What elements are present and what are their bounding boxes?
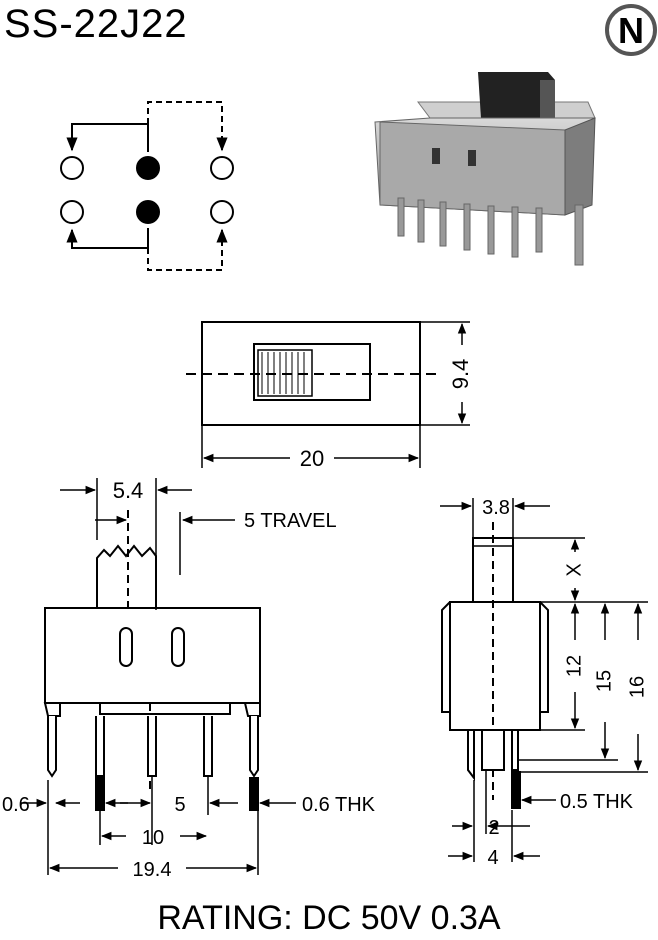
contact-circle-common <box>136 200 160 224</box>
circuit-schematic <box>60 101 234 271</box>
front-view <box>20 478 296 875</box>
rating-label: RATING: DC 50V 0.3A <box>157 899 501 937</box>
dim-side-pin-thickness: 0.5 THK <box>560 791 634 813</box>
brand-logo: N <box>605 4 657 56</box>
dim-travel: 5 TRAVEL <box>244 510 337 532</box>
side-view <box>440 498 648 862</box>
contact-circle <box>210 200 234 224</box>
contact-circle-common <box>136 156 160 180</box>
dim-side-pin-span: 4 <box>487 847 498 869</box>
contact-circle <box>210 156 234 180</box>
contact-circle <box>60 156 84 180</box>
dim-pin-thickness: 0.6 THK <box>302 794 376 816</box>
logo-letter: N <box>618 10 644 51</box>
dim-side-x: X <box>563 563 585 576</box>
dim-side-h3: 16 <box>626 676 648 698</box>
dim-actuator-width: 5.4 <box>113 478 144 503</box>
top-view <box>186 321 470 468</box>
part-number-title: SS-22J22 <box>4 2 188 46</box>
dim-pin-pitch: 5 <box>174 794 185 816</box>
contact-circle <box>60 200 84 224</box>
dim-top-height: 9.4 <box>448 359 473 390</box>
switch-photo <box>374 72 596 266</box>
dim-body-width: 19.4 <box>133 859 172 881</box>
dim-side-h1: 12 <box>563 655 585 677</box>
dim-top-width: 20 <box>300 446 324 471</box>
dim-pin-span: 10 <box>142 827 164 849</box>
dim-side-h2: 15 <box>593 670 615 692</box>
dim-pin-offset: 0.6 <box>2 794 30 816</box>
dim-side-actuator: 3.8 <box>482 497 510 519</box>
dim-side-pin-gap: 2 <box>488 817 499 839</box>
